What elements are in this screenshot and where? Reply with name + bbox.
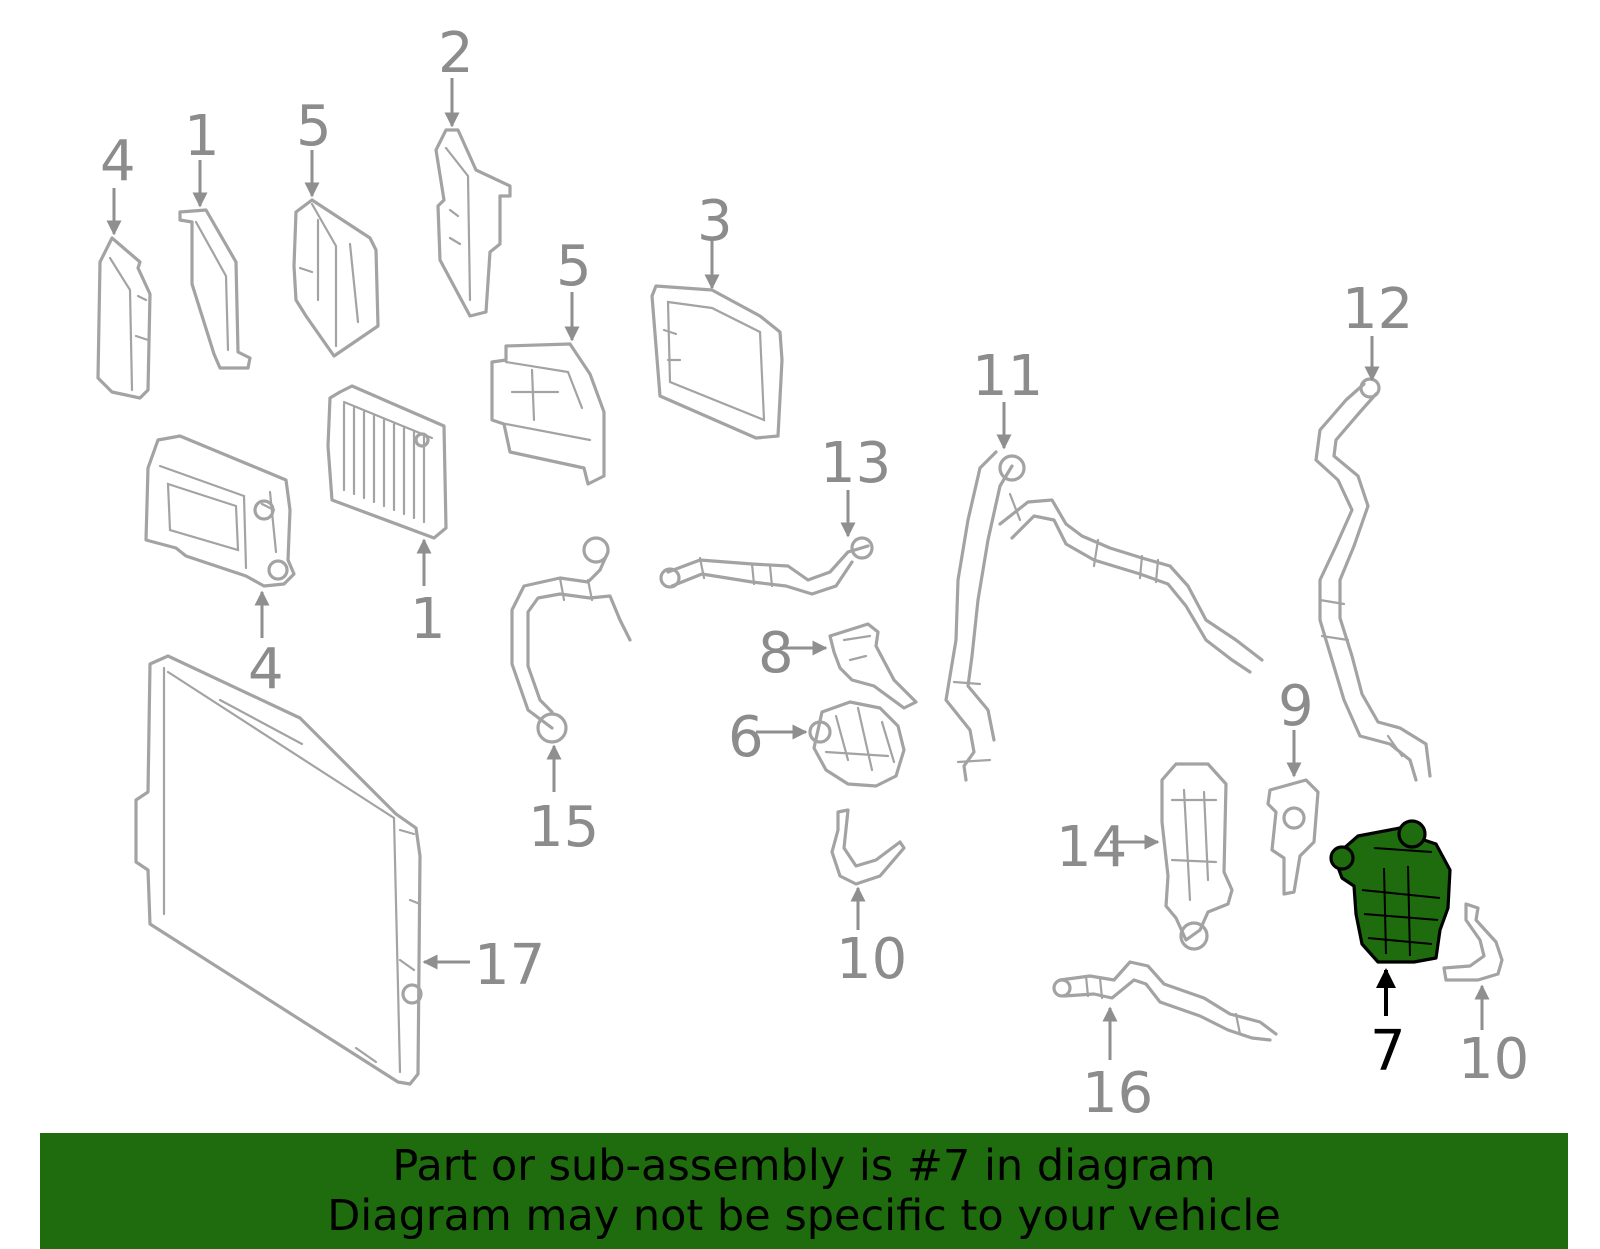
part-11-hose-assembly: 11 <box>944 344 1264 782</box>
callout-1-lower: 1 <box>410 587 446 652</box>
banner-line-2: Diagram may not be specific to your vehi… <box>327 1191 1281 1241</box>
callout-1-top: 1 <box>184 104 220 169</box>
info-banner: Part or sub-assembly is #7 in diagram Di… <box>40 1133 1568 1249</box>
part-7-water-pump: 7 <box>1329 819 1452 1084</box>
callout-15: 15 <box>528 795 599 860</box>
callout-13: 13 <box>820 431 891 496</box>
part-15-hose: 15 <box>510 536 632 860</box>
callout-12: 12 <box>1342 277 1413 342</box>
callout-6: 6 <box>728 705 764 770</box>
part-14-hose: 14 <box>1056 762 1234 951</box>
callout-4-top: 4 <box>100 129 136 194</box>
part-16-hose: 16 <box>1052 960 1278 1126</box>
part-10-clamp-right: 10 <box>1442 902 1529 1092</box>
part-1-aux-radiator: 1 <box>326 384 448 652</box>
part-12-hose: 12 <box>1314 277 1432 782</box>
callout-8: 8 <box>758 621 794 686</box>
part-4-housing: 4 <box>144 434 296 702</box>
callout-3: 3 <box>697 189 733 254</box>
callout-4-lower: 4 <box>248 637 284 702</box>
callout-2: 2 <box>438 21 474 86</box>
part-9-bracket: 9 <box>1266 674 1320 896</box>
callout-7: 7 <box>1370 1019 1406 1084</box>
callout-17: 17 <box>474 933 545 998</box>
part-3-frame: 3 <box>650 189 784 440</box>
part-5-air-duct-upper: 5 <box>292 94 380 358</box>
part-4-air-guide-upper: 4 <box>96 129 152 400</box>
part-17-radiator: 17 <box>134 654 545 1086</box>
part-5-air-duct-middle: 5 <box>490 234 606 486</box>
part-8-bracket: 8 <box>758 621 918 710</box>
part-6-pump: 6 <box>728 700 906 788</box>
callout-9: 9 <box>1278 674 1314 739</box>
part-2-bracket: 2 <box>434 21 512 318</box>
banner-line-1: Part or sub-assembly is #7 in diagram <box>392 1141 1216 1191</box>
part-13-hose: 13 <box>659 431 891 596</box>
callout-10-right: 10 <box>1458 1027 1529 1092</box>
callout-10-middle: 10 <box>836 927 907 992</box>
part-1-seal-strip: 1 <box>178 104 252 370</box>
part-10-clamp-middle: 10 <box>830 808 907 992</box>
callout-5-top: 5 <box>296 94 332 159</box>
callout-16: 16 <box>1082 1061 1153 1126</box>
callout-11: 11 <box>972 344 1043 409</box>
callout-14: 14 <box>1056 815 1127 880</box>
callout-5-middle: 5 <box>556 234 592 299</box>
